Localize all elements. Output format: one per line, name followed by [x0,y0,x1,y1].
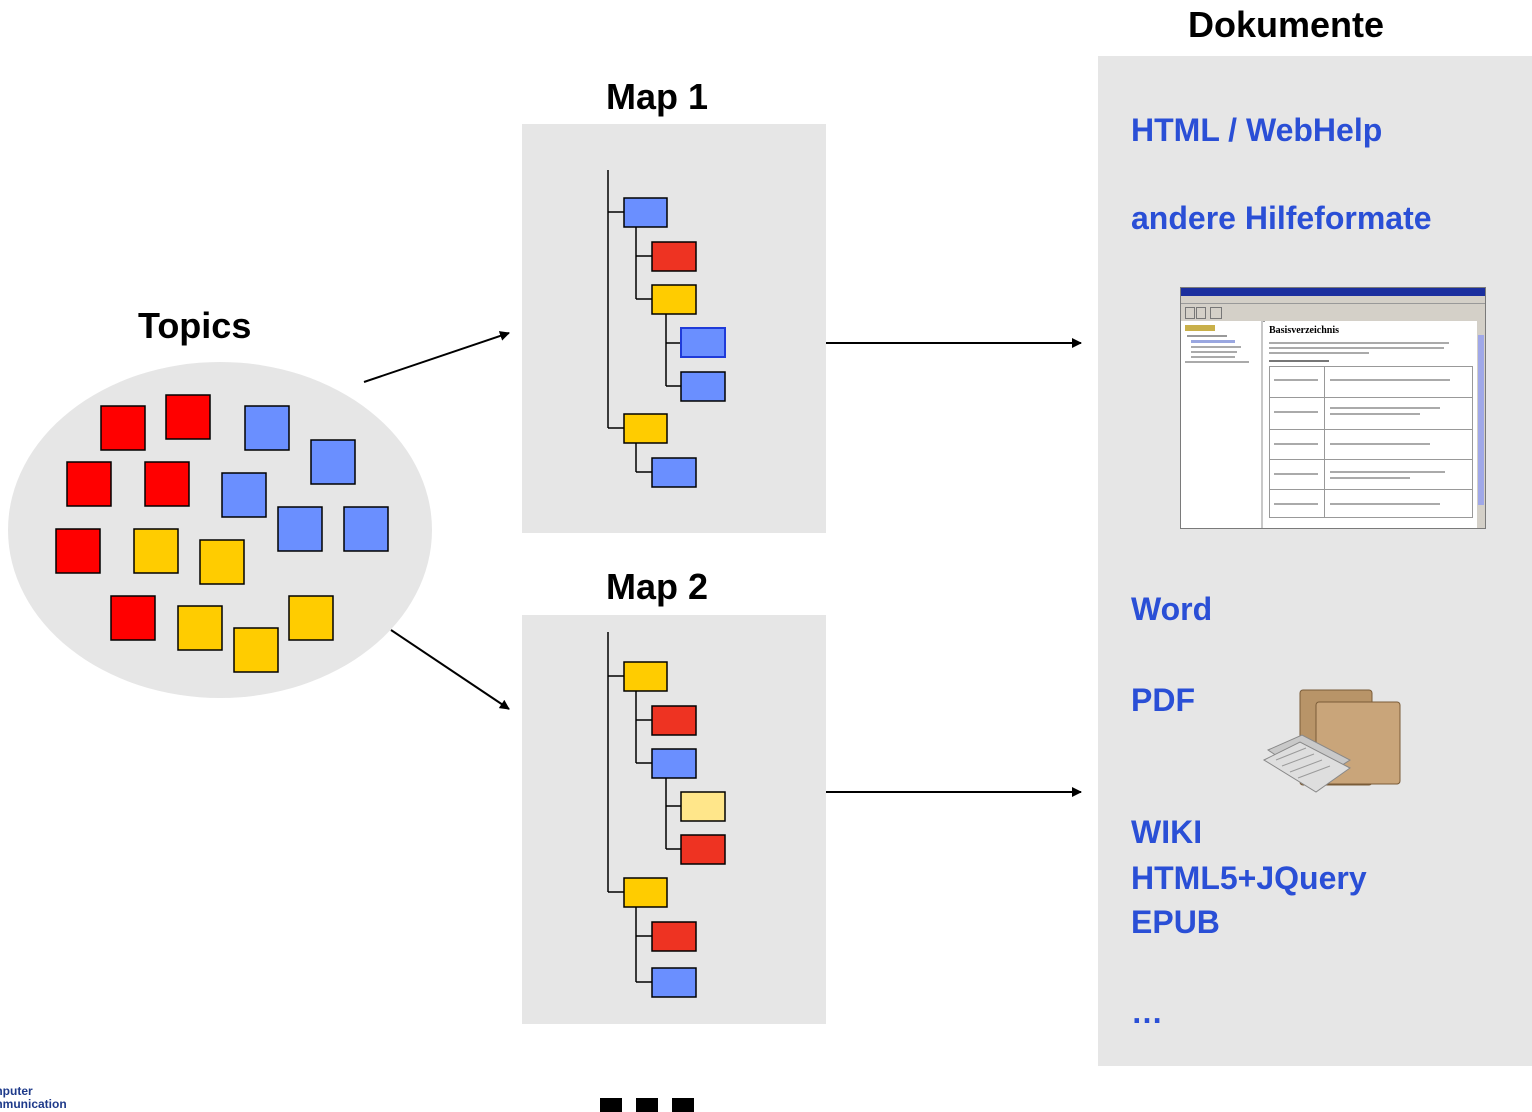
map2-node-yellow [623,877,668,908]
help-window-content: Basisverzeichnis [1265,321,1477,528]
topic-red [55,528,101,574]
topic-red [100,405,146,451]
logo-line1: mputer [0,1084,33,1098]
help-window-titlebar [1181,288,1485,296]
topic-yellow [288,595,334,641]
format-html5: HTML5+JQuery [1131,860,1367,896]
map2-tree [607,632,681,983]
topic-blue [277,506,323,552]
map1-node-blue [680,371,726,402]
topic-red [144,461,190,507]
map1-node-blue-selected [680,327,726,358]
map2-node-red [651,705,697,736]
format-html-webhelp: HTML / WebHelp [1131,112,1383,148]
map2-node-light-yellow [680,791,726,822]
topic-red [66,461,112,507]
map1-node-blue [651,457,697,488]
help-window-heading: Basisverzeichnis [1269,325,1339,336]
map2-node-red [651,921,697,952]
help-window-nav-pane [1181,321,1263,528]
documents-panel [1098,56,1532,1066]
forward-icon [1196,307,1206,319]
map2-node-yellow [623,661,668,692]
topic-yellow [199,539,245,585]
format-other-help: andere Hilfeformate [1131,200,1432,236]
arrow-topics-to-map2 [390,629,510,710]
map1-tree [607,170,681,473]
format-pdf: PDF [1131,682,1195,718]
topic-blue [221,472,267,518]
map1-node-red [651,241,697,272]
map2-node-red [680,834,726,865]
arrow-topics-to-map1 [363,331,510,383]
map2-title: Map 2 [606,566,709,607]
help-window-menubar [1181,296,1485,304]
topic-red [110,595,156,641]
map1-node-yellow [623,413,668,444]
map1-node-yellow [651,284,697,315]
map2-node-blue [651,748,697,779]
format-epub: EPUB [1131,904,1220,940]
print-icon [1210,307,1222,319]
format-more: … [1131,994,1163,1030]
topic-yellow [177,605,223,651]
logo-line2: mmunication [0,1097,67,1111]
topics-title: Topics [138,305,252,346]
topic-blue [343,506,389,552]
help-window-screenshot: Basisverzeichnis [1180,287,1486,529]
company-logo: mputer mmunication [0,1085,67,1111]
back-icon [1185,307,1195,319]
format-wiki: WIKI [1131,814,1203,850]
bottom-ellipsis [600,1098,694,1112]
help-window-scrollbar [1477,321,1485,528]
map1-title: Map 1 [606,76,709,117]
format-word: Word [1131,591,1213,627]
map1-node-blue [623,197,668,228]
topic-yellow [233,627,279,673]
topic-squares [55,394,389,673]
topic-red [165,394,211,440]
documents-title: Dokumente [1188,4,1385,45]
topic-yellow [133,528,179,574]
topic-blue [310,439,356,485]
help-window-toolbar [1181,304,1485,322]
map2-panel [522,615,826,1024]
topic-blue [244,405,290,451]
books-illustration [1262,689,1401,793]
map2-node-blue [651,967,697,998]
